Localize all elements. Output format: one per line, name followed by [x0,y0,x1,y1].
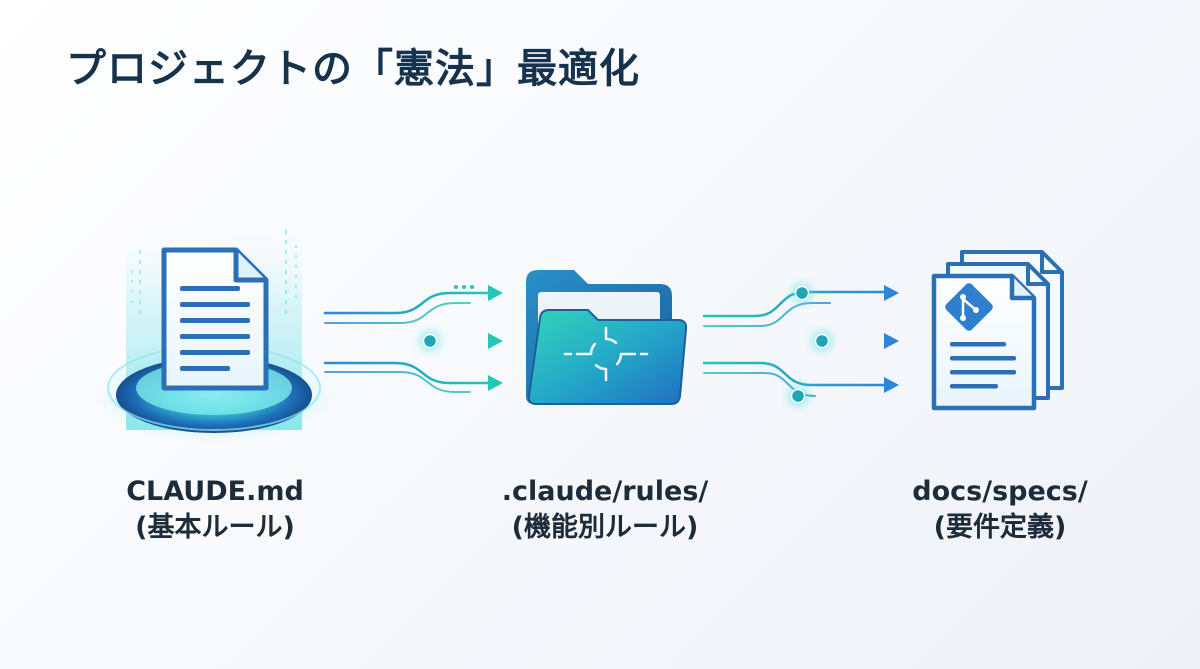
arrow-head-icon [884,285,899,301]
crosshair-icon [563,326,649,382]
node-name: docs/specs/ [912,476,1088,507]
connector-right [702,282,899,407]
node-subtitle: (基本ルール) [135,512,295,543]
node-name: CLAUDE.md [126,476,304,507]
folder-icon [526,270,688,405]
page-title: プロジェクトの「憲法」最適化 [66,46,640,92]
connector-left [323,285,503,393]
arrow-head-icon [488,333,503,349]
git-icon [945,283,993,331]
document-icon [161,247,269,391]
node-label-claude-rules: .claude/rules/ (機能別ルール) [470,474,740,546]
node-label-docs-specs: docs/specs/ (要件定義) [880,474,1120,546]
arrow-head-icon [884,377,899,393]
claude-md-node [94,215,334,443]
node-label-claude-md: CLAUDE.md (基本ルール) [100,474,330,546]
node-subtitle: (機能別ルール) [511,512,699,543]
arrow-head-icon [488,375,503,391]
arrow-head-icon [884,333,899,349]
stacked-documents-git-icon [931,250,1064,411]
arrow-head-icon [488,285,503,301]
node-name: .claude/rules/ [501,476,709,507]
node-subtitle: (要件定義) [933,512,1067,543]
